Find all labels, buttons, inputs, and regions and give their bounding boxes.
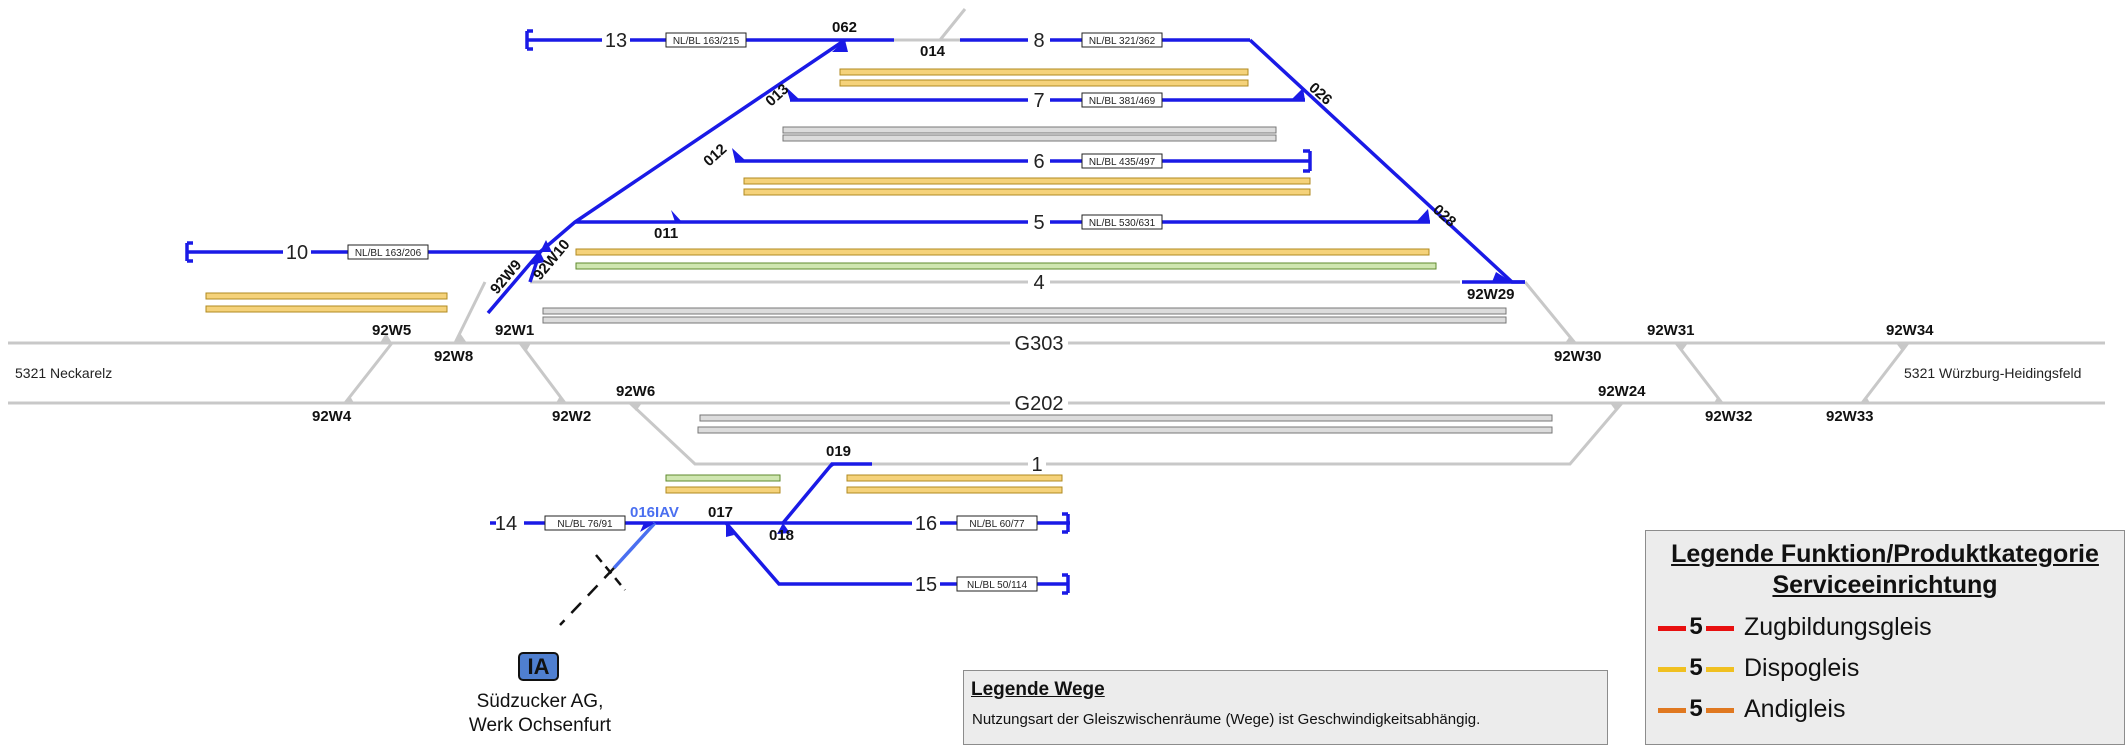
track-number-15: 15 <box>915 574 937 596</box>
switch-92w30: 92W30 <box>1554 348 1602 365</box>
walkway-orange <box>575 248 1430 256</box>
nl-bl-7: NL/BL 381/469 <box>1089 96 1156 107</box>
nl-bl-boxes: NL/BL 163/215 NL/BL 321/362 NL/BL 381/46… <box>347 32 1163 592</box>
legend-item-label: Dispogleis <box>1744 654 1860 682</box>
nl-bl-6: NL/BL 435/497 <box>1089 157 1156 168</box>
nl-bl-5: NL/BL 530/631 <box>1089 218 1156 229</box>
legend-funktion: Legende Funktion/Produktkategorie Servic… <box>1645 530 2125 745</box>
walkways <box>205 68 1553 494</box>
siding-badge: IA <box>518 652 559 681</box>
walkway-orange <box>743 177 1311 196</box>
nl-bl-8: NL/BL 321/362 <box>1089 36 1156 47</box>
nl-bl-16: NL/BL 60/77 <box>969 519 1025 530</box>
legend-item-dispogleis: 5 Dispogleis <box>1658 648 2124 689</box>
siding-name-line2: Werk Ochsenfurt <box>468 715 612 736</box>
switch-018: 018 <box>769 527 794 544</box>
switch-92w4: 92W4 <box>312 408 352 425</box>
switch-92w31: 92W31 <box>1647 322 1695 339</box>
switch-92w2: 92W2 <box>552 408 591 425</box>
switch-012: 012 <box>700 141 730 170</box>
walkway-orange <box>846 474 1063 494</box>
nl-bl-13: NL/BL 163/215 <box>673 36 740 47</box>
switch-011: 011 <box>654 225 678 242</box>
walkway-green <box>665 474 781 482</box>
switch-062: 062 <box>832 19 857 36</box>
station-left: 5321 Neckarelz <box>15 365 112 381</box>
legend-funktion-title: Legende Funktion/Produktkategorie Servic… <box>1646 539 2124 601</box>
legend-swatch-number: 5 <box>1686 612 1706 640</box>
switch-92w29: 92W29 <box>1467 286 1515 303</box>
switch-92w24: 92W24 <box>1598 383 1646 400</box>
walkway-grey <box>697 414 1553 434</box>
legend-swatch-number: 5 <box>1686 694 1706 722</box>
nl-bl-10: NL/BL 163/206 <box>355 248 422 259</box>
switch-92w8: 92W8 <box>434 348 473 365</box>
walkway-grey <box>782 126 1277 142</box>
walkway-orange <box>665 486 781 494</box>
walkway-grey <box>542 307 1507 324</box>
siding-name: Südzucker AG, Werk Ochsenfurt <box>430 690 650 738</box>
legend-swatch-yellow: 5 <box>1658 653 1734 684</box>
siding-connector <box>559 554 626 626</box>
switch-92w34: 92W34 <box>1886 322 1934 339</box>
switch-019: 019 <box>826 443 851 460</box>
switch-92w5: 92W5 <box>372 322 411 339</box>
switch-markers-grey <box>345 333 1908 411</box>
switch-92w32: 92W32 <box>1705 408 1753 425</box>
switch-92w1: 92W1 <box>495 322 534 339</box>
track-number-7: 7 <box>1033 90 1044 112</box>
legend-wege-text: Nutzungsart der Gleiszwischenräume (Wege… <box>972 711 1481 728</box>
switch-markers <box>530 40 1512 537</box>
track-number-1: 1 <box>1031 454 1042 476</box>
walkway-orange <box>205 292 448 313</box>
walkway-green <box>575 262 1437 270</box>
station-right: 5321 Würzburg-Heidingsfeld <box>1904 365 2081 381</box>
legend-item-label: Andigleis <box>1744 695 1846 723</box>
legend-swatch-orange: 5 <box>1658 694 1734 725</box>
switch-017: 017 <box>708 504 733 521</box>
legend-wege: Legende Wege Nutzungsart der Gleiszwisch… <box>963 670 1608 745</box>
track-number-16: 16 <box>915 513 937 535</box>
legend-funktion-title-line2: Serviceeinrichtung <box>1772 571 1998 599</box>
switch-014: 014 <box>920 43 946 60</box>
track-number-10: 10 <box>286 242 308 264</box>
switch-028: 028 <box>1429 201 1459 230</box>
siding-name-line1: Südzucker AG, <box>476 691 604 712</box>
track-number-13: 13 <box>605 30 627 52</box>
legend-swatch-number: 5 <box>1686 653 1706 681</box>
track-number-8: 8 <box>1033 30 1044 52</box>
walkway-orange <box>839 68 1249 87</box>
nl-bl-14: NL/BL 76/91 <box>557 519 613 530</box>
switch-026: 026 <box>1305 79 1335 108</box>
track-number-g303: G303 <box>1015 333 1064 355</box>
legend-swatch-red: 5 <box>1658 612 1734 643</box>
switch-016iav: 016IAV <box>630 504 679 521</box>
legend-funktion-title-line1: Legende Funktion/Produktkategorie <box>1671 540 2099 568</box>
track-number-4: 4 <box>1033 272 1044 294</box>
track-number-labels: 13 8 7 6 5 10 4 G303 G202 1 14 16 15 <box>283 30 1068 596</box>
track-number-g202: G202 <box>1015 393 1064 415</box>
switch-92w33: 92W33 <box>1826 408 1874 425</box>
switch-92w6: 92W6 <box>616 383 655 400</box>
nl-bl-15: NL/BL 50/114 <box>967 580 1027 591</box>
track-number-6: 6 <box>1033 151 1044 173</box>
legend-item-andigleis: 5 Andigleis <box>1658 689 2124 730</box>
track-number-5: 5 <box>1033 212 1044 234</box>
switch-013: 013 <box>762 81 792 110</box>
track-number-14: 14 <box>495 513 517 535</box>
legend-wege-title: Legende Wege <box>971 679 1105 700</box>
legend-item-label: Zugbildungsgleis <box>1744 613 1932 641</box>
legend-item-zugbildungsgleis: 5 Zugbildungsgleis <box>1658 607 2124 648</box>
